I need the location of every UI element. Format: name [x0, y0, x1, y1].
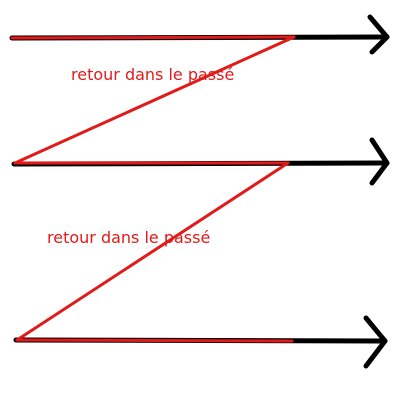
path-segment-1 — [10, 35, 296, 40]
path-return-2 — [15, 161, 290, 342]
return-to-past-label-2: retour dans le passé — [47, 228, 211, 247]
timeline-arrow-3-head — [363, 315, 388, 369]
timeline-arrow-1-head — [367, 14, 390, 55]
path-segment-3 — [15, 338, 294, 343]
timeline-arrow-2-head — [369, 137, 390, 186]
path-return-1 — [13, 35, 296, 165]
travel-path — [10, 35, 296, 343]
timeline-arrow-1 — [9, 14, 390, 55]
return-to-past-label-1: retour dans le passé — [71, 65, 235, 84]
